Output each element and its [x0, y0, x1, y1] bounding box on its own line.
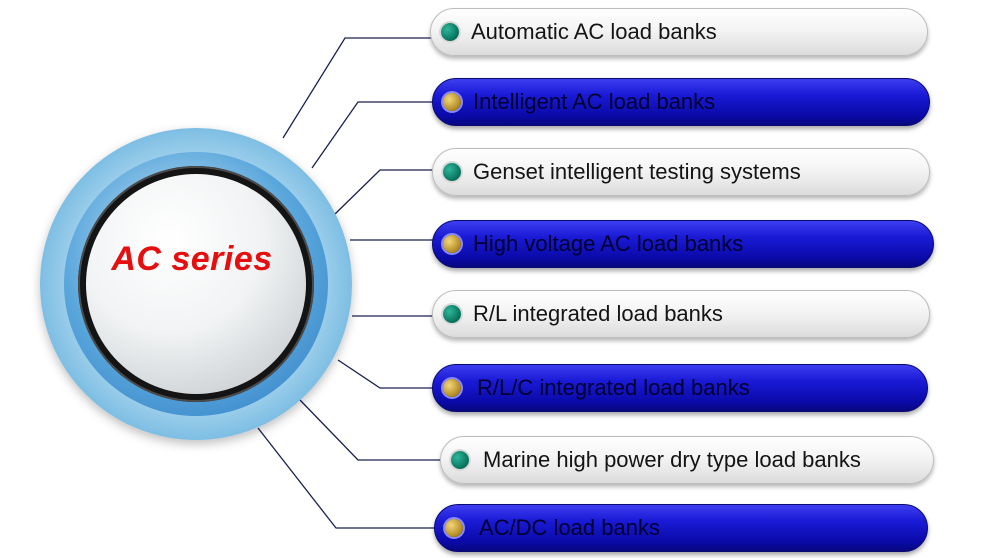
connector-line — [282, 37, 440, 139]
series-item-rlc-integrated[interactable]: R/L/C integrated load banks — [432, 364, 928, 412]
series-item-label: Marine high power dry type load banks — [483, 447, 861, 472]
connector-line — [299, 399, 440, 461]
series-item-automatic-ac[interactable]: Automatic AC load banks — [430, 8, 928, 56]
series-item-genset-testing[interactable]: Genset intelligent testing systems — [432, 148, 930, 196]
connector-line — [257, 427, 440, 529]
series-item-label: AC/DC load banks — [479, 515, 660, 540]
connector-line — [334, 169, 440, 215]
connector-line — [337, 359, 440, 389]
connector-line — [311, 101, 440, 169]
series-item-ac-dc[interactable]: AC/DC load banks — [434, 504, 928, 552]
hub-label: AC series — [111, 240, 273, 278]
series-item-label: R/L integrated load banks — [473, 301, 723, 326]
series-item-label: Genset intelligent testing systems — [473, 159, 801, 184]
series-item-label: High voltage AC load banks — [473, 231, 744, 256]
bullet-icon — [443, 305, 461, 323]
bullet-icon — [441, 23, 459, 41]
bullet-icon — [443, 379, 461, 397]
bullet-icon — [451, 451, 469, 469]
series-item-rl-integrated[interactable]: R/L integrated load banks — [432, 290, 930, 338]
bullet-icon — [445, 519, 463, 537]
bullet-icon — [443, 93, 461, 111]
series-item-label: Automatic AC load banks — [471, 19, 717, 44]
hub-center — [86, 174, 306, 394]
bullet-icon — [443, 235, 461, 253]
series-item-high-voltage-ac[interactable]: High voltage AC load banks — [432, 220, 934, 268]
series-item-intelligent-ac[interactable]: Intelligent AC load banks — [432, 78, 930, 126]
series-item-marine-dry-type[interactable]: Marine high power dry type load banks — [440, 436, 934, 484]
series-item-label: Intelligent AC load banks — [473, 89, 716, 114]
bullet-icon — [443, 163, 461, 181]
series-item-label: R/L/C integrated load banks — [477, 375, 750, 400]
